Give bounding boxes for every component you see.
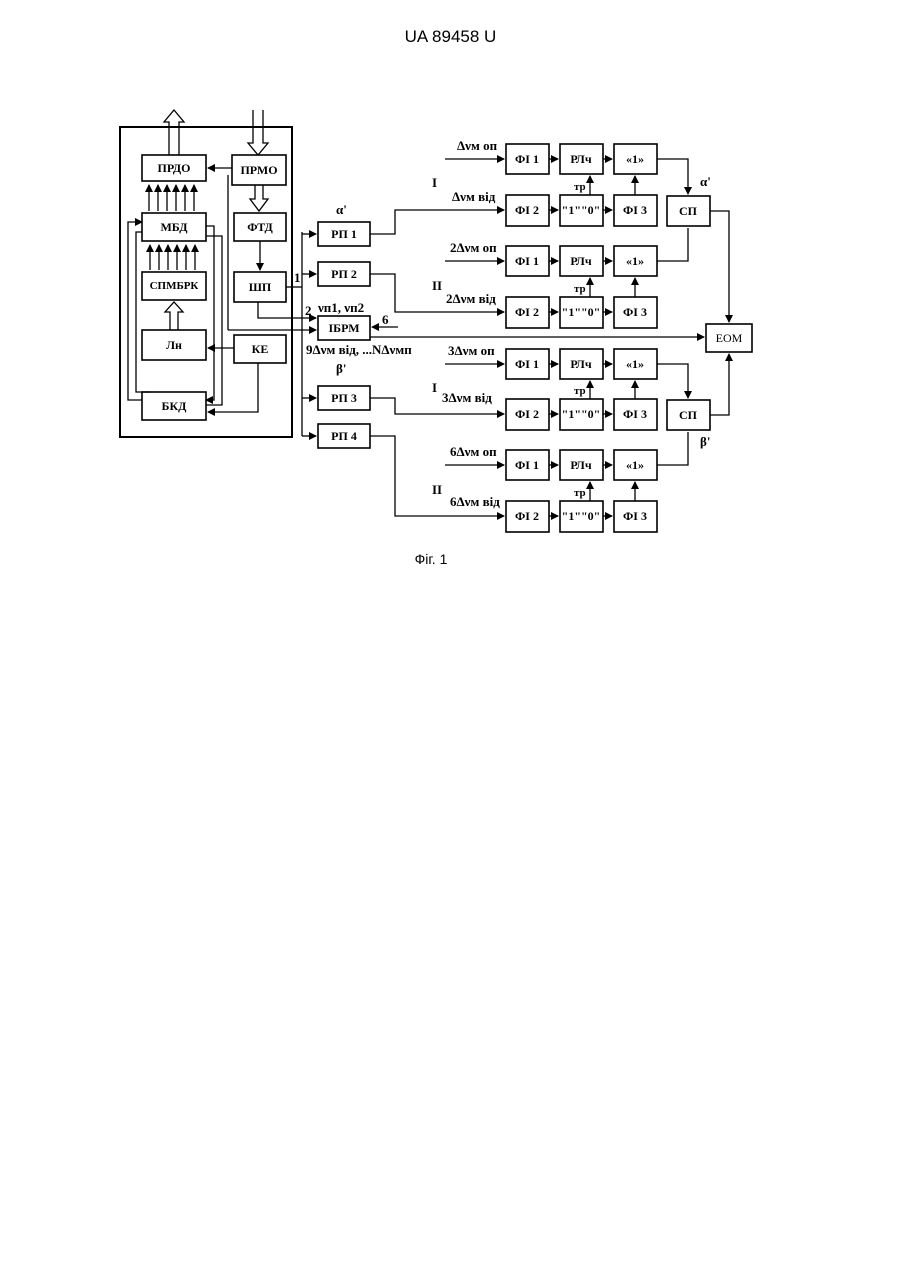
channel-label: ФІ 3 — [623, 203, 647, 217]
channel-label: тр — [574, 385, 586, 397]
channel-label: РЛч — [570, 152, 591, 166]
label-sweep: 9Δνм від, ...NΔνмп — [306, 342, 412, 357]
channel-label: «1» — [626, 152, 644, 166]
block-spmbrk: СПМБРК — [150, 280, 199, 292]
channel-label: ФІ 2 — [515, 509, 539, 523]
label-alpha-right: α' — [700, 174, 711, 189]
channel-label: 6Δνм від — [450, 494, 500, 509]
block-rp4: РП 4 — [331, 429, 357, 443]
channel-label: тр — [574, 283, 586, 295]
channel-label: РЛч — [570, 254, 591, 268]
block-ibrm: ІБРМ — [328, 321, 359, 335]
channel-label: ФІ 1 — [515, 254, 539, 268]
channel-label: «1» — [626, 254, 644, 268]
channel-row-4: ФІ 2 "1""0" ФІ 3 тр II 2Δνм від — [432, 278, 657, 328]
channel-label: ФІ 2 — [515, 203, 539, 217]
hollow-arrow-icon-2 — [250, 185, 268, 211]
channel-row-3: ФІ 1 РЛч «1» 2Δνм оп — [445, 240, 657, 276]
input-arrow-icon — [248, 110, 268, 155]
channel-row-5: ФІ 1 РЛч «1» 3Δνм оп — [445, 343, 657, 379]
hollow-arrow-icon — [165, 302, 183, 330]
block-rp2: РП 2 — [331, 267, 357, 281]
channel-row-8: ФІ 2 "1""0" ФІ 3 тр II 6Δνм від — [432, 482, 657, 532]
label-alpha-left: α' — [336, 202, 347, 217]
channel-label: ФІ 2 — [515, 305, 539, 319]
block-sp-bottom: СП — [679, 408, 698, 422]
channel-row-7: ФІ 1 РЛч «1» 6Δνм оп — [445, 444, 657, 480]
block-eom: ЕОМ — [716, 331, 743, 345]
channel-label: «1» — [626, 357, 644, 371]
channel-label: I — [432, 175, 437, 190]
block-mbd: МБД — [160, 220, 188, 234]
channel-label: Δνм оп — [457, 138, 498, 153]
block-rp1: РП 1 — [331, 227, 357, 241]
channel-label: ФІ 2 — [515, 407, 539, 421]
label-v-pairs: νп1, νп2 — [317, 300, 364, 315]
label-num-6: 6 — [382, 312, 389, 327]
label-num-1: 1 — [294, 270, 301, 285]
channel-label: 6Δνм оп — [450, 444, 497, 459]
channel-label: II — [432, 278, 442, 293]
channel-label: тр — [574, 487, 586, 499]
block-prdo: ПРДО — [158, 161, 191, 175]
channel-label: ФІ 3 — [623, 407, 647, 421]
data-bus-arrows — [149, 185, 194, 211]
block-sp-top: СП — [679, 204, 698, 218]
channel-label: ФІ 3 — [623, 509, 647, 523]
channel-label: ФІ 1 — [515, 357, 539, 371]
channel-row-2: ФІ 2 "1""0" ФІ 3 тр I Δνм від — [432, 175, 657, 226]
block-ln: Лн — [166, 338, 182, 352]
channel-label: "1""0" — [562, 509, 601, 523]
channel-label: Δνм від — [452, 189, 496, 204]
channel-label: 2Δνм від — [446, 291, 496, 306]
channel-label: "1""0" — [562, 305, 601, 319]
block-ke: КЕ — [252, 342, 269, 356]
channel-label: II — [432, 482, 442, 497]
channel-label: РЛч — [570, 357, 591, 371]
label-beta-left: β' — [336, 361, 346, 376]
channel-label: тр — [574, 181, 586, 193]
channel-label: 3Δνм оп — [448, 343, 495, 358]
channel-label: ФІ 1 — [515, 152, 539, 166]
figure-caption: Фіг. 1 — [0, 551, 862, 567]
block-shp: ШП — [249, 280, 272, 294]
channel-label: 3Δνм від — [442, 390, 492, 405]
channel-row-6: ФІ 2 "1""0" ФІ 3 тр I 3Δνм від — [432, 380, 657, 430]
block-ftd: ФТД — [247, 220, 273, 234]
block-rp3: РП 3 — [331, 391, 357, 405]
channel-label: "1""0" — [562, 203, 601, 217]
channel-label: «1» — [626, 458, 644, 472]
block-bkd: БКД — [162, 399, 188, 413]
data-bus-arrows-2 — [150, 245, 195, 270]
channel-row-1: ФІ 1 РЛч «1» Δνм оп — [445, 138, 657, 174]
block-prmo: ПРМО — [240, 163, 277, 177]
channel-label: ФІ 1 — [515, 458, 539, 472]
channel-label: "1""0" — [562, 407, 601, 421]
channel-label: I — [432, 380, 437, 395]
channel-label: РЛч — [570, 458, 591, 472]
label-num-2: 2 — [305, 303, 312, 318]
channel-label: 2Δνм оп — [450, 240, 497, 255]
output-arrow-icon — [164, 110, 184, 155]
label-beta-right: β' — [700, 434, 710, 449]
channel-label: ФІ 3 — [623, 305, 647, 319]
